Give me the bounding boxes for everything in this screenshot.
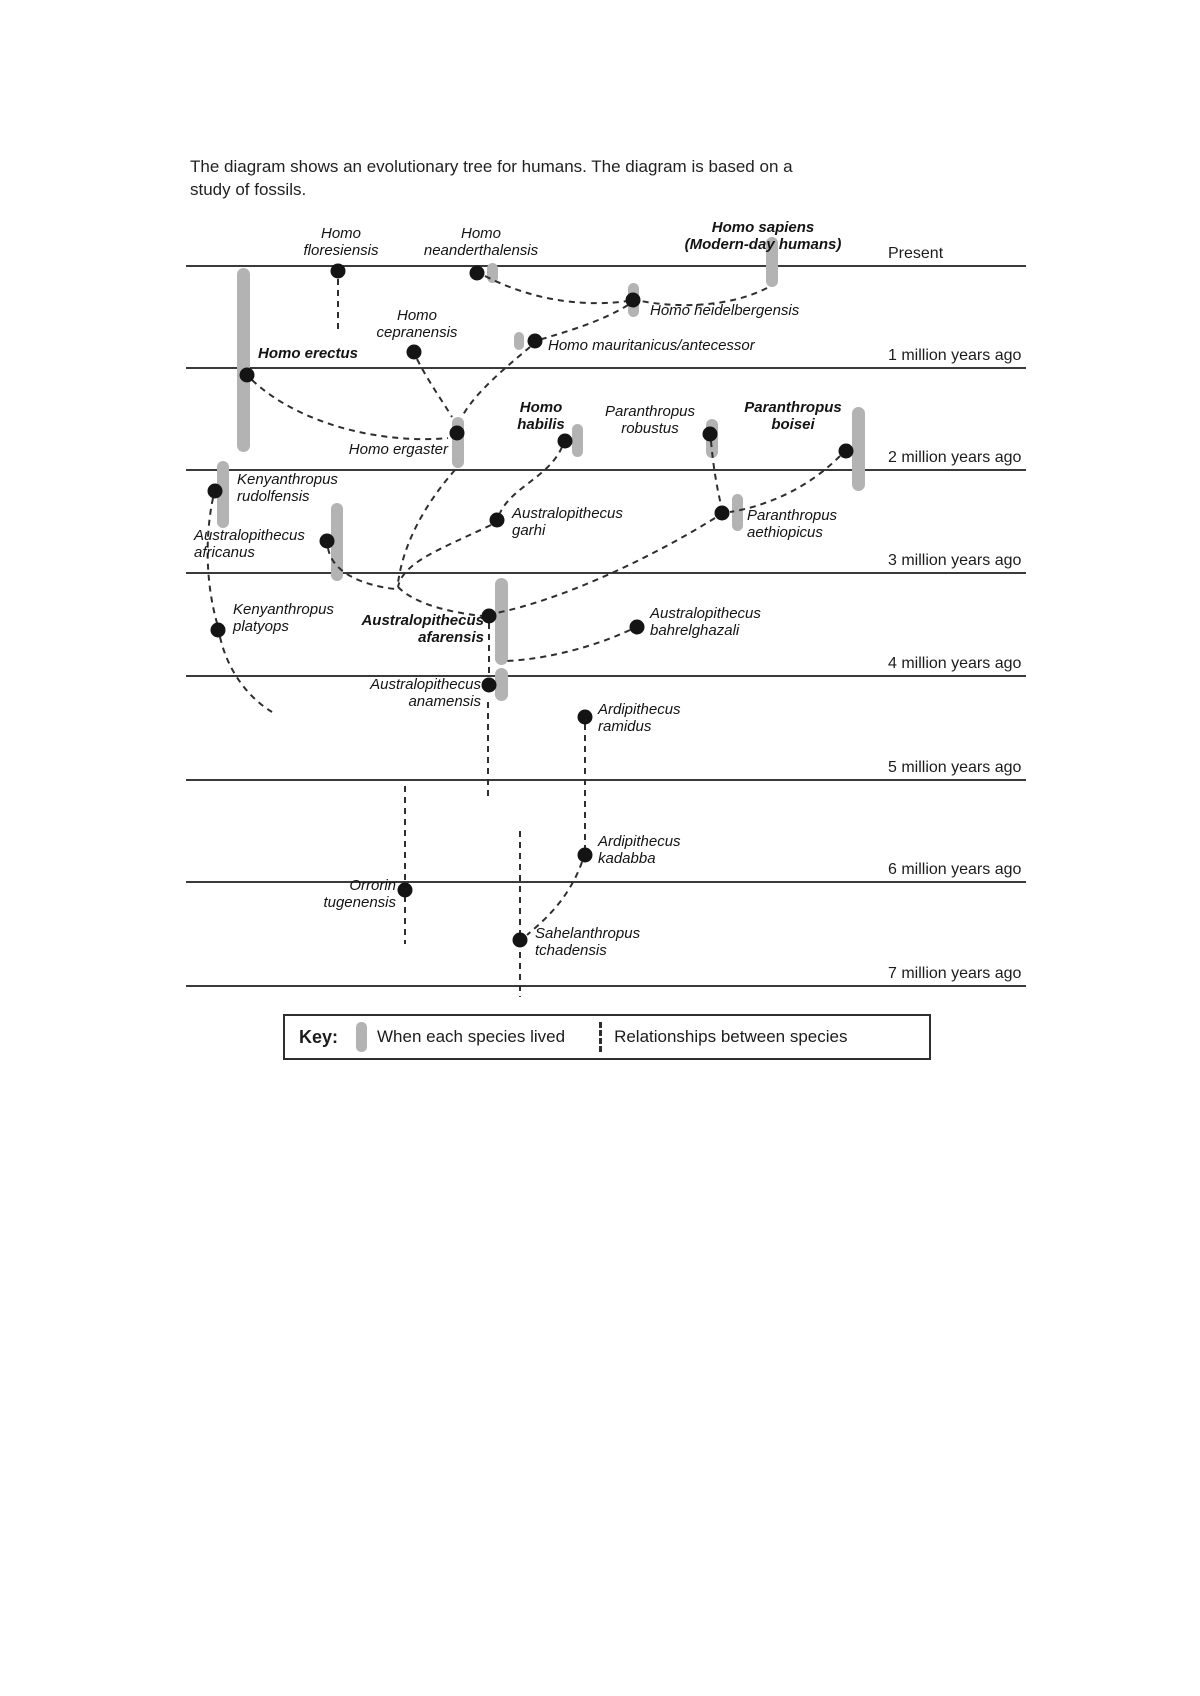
intro-text: The diagram shows an evolutionary tree f… (190, 157, 793, 199)
lifespan-bar-icon (356, 1022, 368, 1052)
species-dot-kenyanthropus-platyops (210, 622, 226, 638)
species-dot-ardipithecus-ramidus (577, 709, 593, 725)
lifespan-bar-homo-sapiens (766, 237, 778, 287)
species-dot-homo-erectus (239, 367, 255, 383)
species-dot-paranthropus-robustus (702, 426, 718, 442)
lifespan-bar-homo-ergaster (452, 417, 464, 468)
lifespan-bar-homo-erectus (237, 268, 250, 452)
relationship-line-erectus-ergaster (251, 379, 449, 441)
relationship-line-aethiopicus-afarensis (495, 517, 716, 614)
species-dot-homo-ergaster (449, 425, 465, 441)
lifespan-bar-homo-mauritanicus-antecessor (514, 332, 524, 350)
lifespan-bar-homo-habilis (572, 424, 583, 457)
lifespan-bar-australopithecus-anamensis (495, 668, 508, 701)
species-dot-paranthropus-boisei (838, 443, 854, 459)
species-dot-homo-cepranensis (406, 344, 422, 360)
relationship-line-rudolfensis-platyops (206, 497, 218, 624)
relationship-line-heidelbergensis-mauritanicus (541, 304, 629, 340)
relationship-line-kadabba-tchadensis (526, 861, 583, 936)
species-dot-australopithecus-anamensis (481, 677, 497, 693)
lifespan-bar-kenyanthropus-rudolfensis (217, 461, 229, 528)
species-dot-kenyanthropus-rudolfensis (207, 483, 223, 499)
relationship-line-sapiens-heidelbergensis (640, 287, 768, 307)
relationship-line-robustus-aethiopicus (710, 440, 722, 506)
species-dot-australopithecus-africanus (319, 533, 335, 549)
relationship-line-boisei-aethiopicus (729, 455, 841, 513)
key-relationships-label: Relationships between species (614, 1027, 848, 1046)
key-lived-label: When each species lived (377, 1027, 566, 1046)
relationship-line-platyops-lineage (219, 636, 273, 713)
species-dot-australopithecus-afarensis (481, 608, 497, 624)
relationship-line-cepranensis-ergaster (416, 358, 453, 418)
species-dot-australopithecus-garhi (489, 512, 505, 528)
relationship-dash-icon (599, 1022, 603, 1052)
species-dot-orrorin-tugenensis (397, 882, 413, 898)
species-dot-homo-floresiensis (330, 263, 346, 279)
species-dot-homo-neanderthalensis (469, 265, 485, 281)
relationship-line-neanderthalensis-heidelbergensis (484, 275, 629, 305)
lifespan-bar-homo-neanderthalensis (487, 263, 498, 283)
key-title: Key: (299, 1026, 339, 1047)
relationship-line-africanus-junction (327, 547, 396, 590)
species-dot-homo-habilis (557, 433, 573, 449)
relationship-line-ergaster-junction (397, 469, 456, 584)
relationship-line-garhi-junction (397, 524, 492, 588)
relationship-line-mauritanicus-ergaster (462, 346, 531, 416)
species-dot-homo-heidelbergensis (625, 292, 641, 308)
species-dot-paranthropus-aethiopicus (714, 505, 730, 521)
lifespan-bar-paranthropus-boisei (852, 407, 865, 491)
lifespan-bar-paranthropus-aethiopicus (732, 494, 743, 531)
relationship-line-afarensis-bahrelghazali (505, 629, 631, 662)
lifespan-bar-australopithecus-afarensis (495, 578, 508, 665)
relationship-line-junction-afarensis (397, 586, 483, 617)
species-dot-australopithecus-bahrelghazali (629, 619, 645, 635)
species-dot-homo-mauritanicus-antecessor (527, 333, 543, 349)
species-dot-sahelanthropus-tchadensis (512, 932, 528, 948)
species-dot-ardipithecus-kadabba (577, 847, 593, 863)
key-legend: Key: When each species lived Relationshi… (283, 1014, 931, 1060)
relationship-line-habilis-garhi (499, 446, 563, 514)
